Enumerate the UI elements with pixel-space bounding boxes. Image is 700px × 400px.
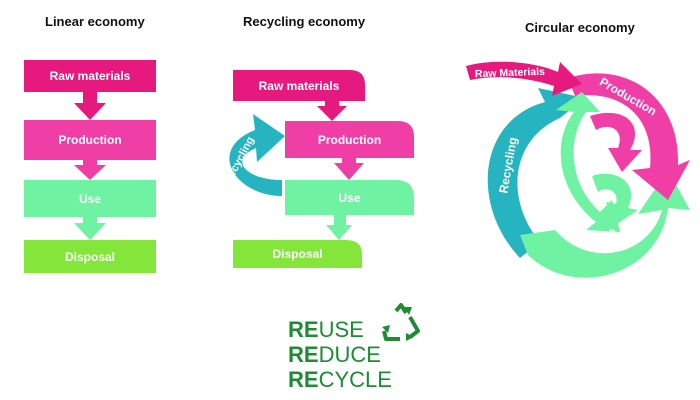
circular-inner-green-swirl [592,173,638,226]
linear-use-box: Use [24,180,156,217]
recycling-arrow-raw-to-production [317,101,347,121]
logo-reuse-suffix: USE [318,317,364,342]
linear-production-label: Production [58,133,122,147]
recycling-loop-arrow [229,114,285,196]
circular-use-label: Use [592,224,618,244]
linear-disposal-box: Disposal [24,240,156,273]
recycling-arrow-production-to-use [334,158,364,180]
linear-arrow-use-to-disposal [74,217,106,240]
logo-reduce-suffix: DUCE [318,342,381,367]
linear-raw-materials-box: Raw materials [24,60,156,92]
linear-arrow-production-to-use [74,160,106,180]
linear-disposal-label: Disposal [64,249,115,264]
circular-recycling-arc [487,88,585,258]
recycling-production-text-wrap: Production [285,121,414,158]
circular-use-arc [520,170,690,278]
recycling-disposal-text-wrap: Disposal [233,240,362,268]
recycling-disposal-box [233,240,362,268]
recycling-economy-title: Recycling economy [243,14,366,29]
circular-inner-green-arrow [556,92,620,232]
recycling-use-box [285,180,414,215]
logo-recycle-prefix: RE [288,367,319,392]
linear-use-label: Use [78,191,101,206]
circular-raw-materials-arrow [466,61,582,96]
recycling-use-text-wrap: Use [285,180,414,215]
recycling-raw-materials-text-wrap: Raw materials [233,70,365,101]
circular-raw-materials-label: Raw Materials [475,66,546,80]
recycle-icon [382,303,420,341]
recycling-production-label: Production [317,132,382,147]
circular-inner-pink-swirl [590,112,642,172]
linear-raw-materials-label: Raw materials [49,69,131,83]
recycling-arrow-use-to-disposal [326,215,352,240]
circular-economy-title: Circular economy [525,20,635,35]
recycling-raw-materials-label: Raw materials [258,78,340,93]
recycling-raw-materials-box [233,70,365,101]
linear-production-box: Production [24,120,156,160]
circular-production-arc [568,73,690,200]
recycling-disposal-label: Disposal [272,247,323,261]
linear-economy-title: Linear economy [45,14,145,29]
recycling-use-label: Use [338,190,361,205]
logo-recycle-suffix: CYCLE [318,367,392,392]
logo-reuse-prefix: RE [288,317,319,342]
logo-reduce-prefix: RE [288,342,319,367]
logo-reduce: REDUCE [288,343,381,367]
logo-recycle: RECYCLE [288,368,392,392]
recycling-production-box [285,121,414,158]
linear-arrow-raw-to-production [74,92,106,120]
logo-reuse: REUSE [288,318,364,342]
